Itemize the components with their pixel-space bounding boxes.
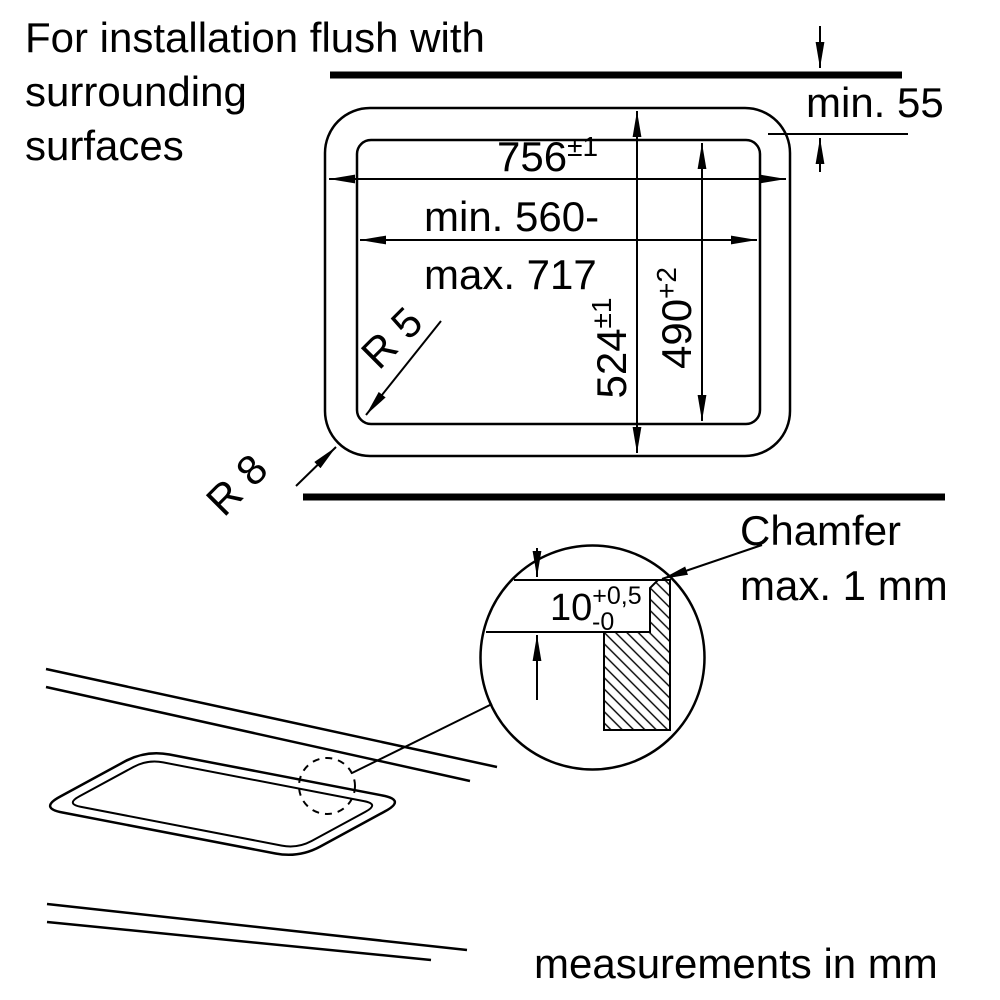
depth-label: 10+0,5-0 [550,582,642,636]
title-line-1: For installation flush with [25,14,485,61]
title-line-3: surfaces [25,122,184,169]
dim-inner-width-label-2: max. 717 [424,251,597,298]
worktop-cutout-outer [48,751,397,857]
worktop-back-edge-1 [45,667,498,769]
worktop-back-edge-2 [45,685,471,783]
dim-outer-width-label: 756±1 [497,131,598,180]
worktop-perspective-view [45,667,498,962]
worktop-front-edge-2 [46,920,432,962]
footer-note: measurements in mm [534,940,938,987]
r5-label: R 5 [352,298,431,377]
cutout-outline [355,138,762,426]
title-block: For installation flush with surrounding … [25,14,485,169]
detail-leader-line [351,703,493,774]
dim-inner-width-label-1: min. 560- [424,193,599,240]
dim-inner-height-label: 490+2 [651,267,700,369]
worktop-cutout-inner [71,760,374,848]
detail-bubble: 10+0,5-0 Chamfer max. 1 mm [479,507,948,771]
chamfer-label-1: Chamfer [740,507,901,554]
title-line-2: surrounding [25,68,247,115]
detail-circle [479,544,706,771]
min55-label: min. 55 [806,79,944,126]
chamfer-arrow [661,544,763,580]
detail-marker-circle [298,757,356,815]
r8-arrow [295,446,337,487]
appliance-outline [323,106,792,458]
r5-arrow [365,320,442,416]
r8-label: R 8 [197,445,276,524]
chamfer-label-2: max. 1 mm [740,562,948,609]
dim-outer-height-label: 524±1 [586,297,635,398]
flush-cutout-top-view: min. 55 756±1 min. 560- max. 717 524±1 4… [197,26,945,524]
worktop-front-edge-1 [46,902,468,952]
